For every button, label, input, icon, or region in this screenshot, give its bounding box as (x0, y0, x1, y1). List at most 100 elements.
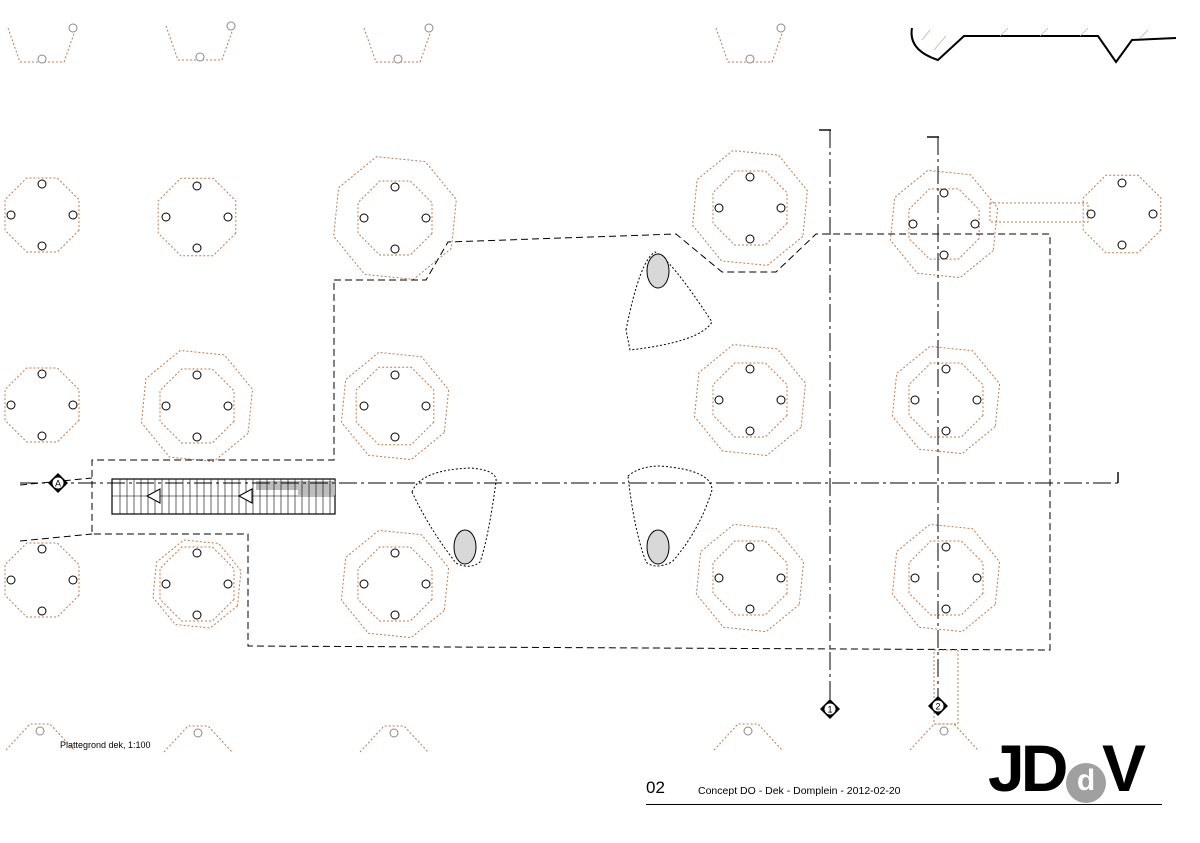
column-circle (192, 181, 202, 191)
column-circle (776, 395, 786, 405)
stair-arrow-icon (237, 488, 253, 504)
column-circle (1117, 240, 1127, 250)
partial-column-group (713, 723, 783, 751)
column-circle (161, 212, 171, 222)
column-circle (68, 210, 78, 220)
column-circle (745, 364, 755, 374)
column-circle (910, 573, 920, 583)
deck-outline (91, 233, 1051, 651)
column-circle (359, 213, 369, 223)
column-circle (972, 395, 982, 405)
column-circle (223, 212, 233, 222)
partial-column-group (163, 725, 233, 753)
deck-openings (411, 251, 713, 567)
faded-column-layer (5, 21, 979, 753)
column-group (1082, 174, 1162, 254)
column-circle (37, 544, 47, 554)
column-circle (37, 431, 47, 441)
section-marker-2: 2 (928, 696, 948, 716)
column-group-layer (4, 150, 1162, 639)
section-lines (20, 129, 1119, 705)
section-marker-1: 1 (820, 699, 840, 719)
column-circle (745, 426, 755, 436)
column-group (4, 542, 80, 618)
column-circle (714, 395, 724, 405)
column-circle (390, 548, 400, 558)
column-group (693, 343, 807, 457)
column-circle (939, 188, 949, 198)
column-circle (941, 542, 951, 552)
section-marker-1-label: 1 (827, 705, 832, 715)
column-circle (192, 370, 202, 380)
column-circle (1086, 209, 1096, 219)
column-circle (745, 604, 755, 614)
column-circle (745, 234, 755, 244)
column-circle (941, 604, 951, 614)
column-circle (776, 573, 786, 583)
column-circle (161, 401, 171, 411)
column-group (333, 156, 457, 280)
column-circle (941, 364, 951, 374)
sheet-title: Concept DO - Dek - Domplein - 2012-02-20 (698, 785, 901, 797)
jdv-logo: JD d V (988, 735, 1164, 803)
column-circle (972, 573, 982, 583)
column-circle (390, 432, 400, 442)
column-group (4, 367, 80, 443)
column-group (891, 523, 1001, 633)
column-circle (223, 579, 233, 589)
partial-column-group (165, 21, 236, 62)
partial-column-group (359, 725, 429, 753)
column-group (4, 177, 80, 253)
column-circle (390, 244, 400, 254)
partial-column-group (7, 23, 78, 64)
column-circle (192, 610, 202, 620)
column-circle (745, 542, 755, 552)
column-group (340, 529, 450, 639)
column-circle (37, 179, 47, 189)
column-circle (390, 182, 400, 192)
section-marker-a-label: A (55, 479, 61, 489)
logo-v: V (1102, 731, 1146, 805)
stair-arrow-icon (145, 488, 161, 504)
partial-column-group (363, 23, 434, 64)
column-circle (714, 203, 724, 213)
staircase (111, 478, 336, 515)
column-circle (421, 579, 431, 589)
section-marker-a: A (48, 473, 68, 493)
column-circle (68, 575, 78, 585)
column-circle (37, 606, 47, 616)
section-profile (910, 27, 1177, 64)
column-circle (390, 610, 400, 620)
column-circle (776, 203, 786, 213)
column-circle (192, 432, 202, 442)
column-group (889, 169, 999, 279)
column-circle (421, 213, 431, 223)
partial-column-group (5, 723, 75, 751)
column-group (152, 539, 242, 629)
partial-column-group (909, 723, 979, 751)
column-circle (223, 401, 233, 411)
plan-label: Plattegrond dek, 1:100 (60, 740, 151, 750)
column-group (157, 177, 237, 257)
column-circle (714, 573, 724, 583)
column-circle (68, 400, 78, 410)
tree-pit-connectors (933, 202, 1089, 725)
column-circle (1117, 178, 1127, 188)
partial-column-group (715, 23, 786, 64)
column-circle (6, 400, 16, 410)
column-group (692, 150, 808, 266)
column-circle (192, 548, 202, 558)
column-group (891, 345, 1001, 455)
title-block-rule (646, 804, 1162, 805)
column-circle (161, 579, 171, 589)
column-circle (1148, 209, 1158, 219)
column-circle (6, 575, 16, 585)
column-circle (939, 250, 949, 260)
logo-jd: JD (988, 731, 1068, 805)
sheet-number: 02 (646, 778, 665, 797)
column-circle (908, 219, 918, 229)
column-circle (745, 172, 755, 182)
column-group (695, 523, 805, 633)
column-circle (970, 219, 980, 229)
